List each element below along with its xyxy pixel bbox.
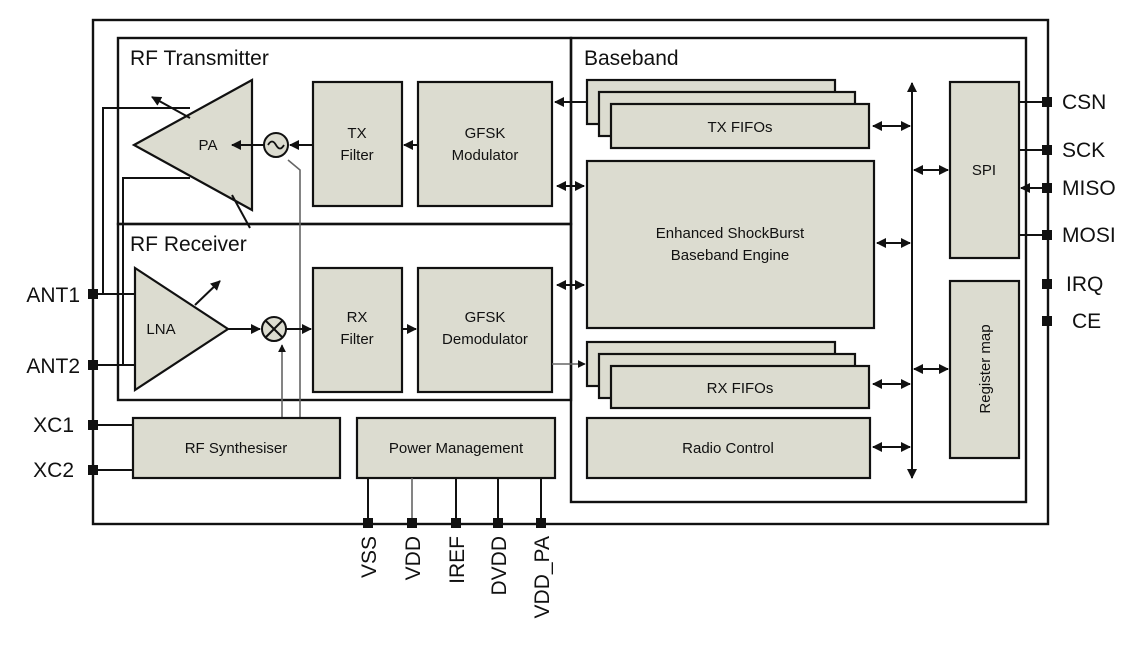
gfsk-modulator-label-1: GFSK <box>465 125 506 142</box>
gfsk-modulator-label-2: Modulator <box>452 147 519 164</box>
pad-xc2 <box>88 465 98 475</box>
pad-vdd <box>407 518 417 528</box>
internal-bus <box>872 82 949 479</box>
lna-amplifier: LNA <box>133 265 261 393</box>
rx-filter-label-2: Filter <box>340 331 373 348</box>
pad-iref <box>451 518 461 528</box>
power-management-label: Power Management <box>389 440 524 457</box>
pad-ce <box>1042 316 1052 326</box>
pin-miso: MISO <box>1062 177 1116 200</box>
rx-fifos-stack: RX FIFOs <box>552 340 871 410</box>
pad-sck <box>1042 145 1052 155</box>
rf-receiver-title: RF Receiver <box>130 233 247 256</box>
pin-ant1: ANT1 <box>26 284 80 307</box>
tx-fifos-stack: TX FIFOs <box>554 78 871 150</box>
rx-fifos-label: RX FIFOs <box>707 380 774 397</box>
chip-outline <box>91 18 1050 526</box>
pin-ant2: ANT2 <box>26 355 80 378</box>
pad-irq <box>1042 279 1052 289</box>
rx-filter-label-1: RX <box>347 309 368 326</box>
rf-transmitter-title: RF Transmitter <box>130 47 269 70</box>
pad-csn <box>1042 97 1052 107</box>
pa-amplifier: PA <box>131 78 254 229</box>
pin-xc1: XC1 <box>33 414 74 437</box>
pin-vdd: VDD <box>402 536 425 580</box>
pin-xc2: XC2 <box>33 459 74 482</box>
spi-block: SPI <box>948 80 1021 260</box>
tx-filter-label-2: Filter <box>340 147 373 164</box>
gfsk-demodulator-label-2: Demodulator <box>442 331 528 348</box>
right-pin-labels: CSN SCK MISO MOSI IRQ CE <box>1062 91 1116 333</box>
register-map-block: Register map <box>948 279 1021 460</box>
pad-dvdd <box>493 518 503 528</box>
baseband-title: Baseband <box>584 47 679 70</box>
lna-label: LNA <box>146 321 175 338</box>
pin-dvdd: DVDD <box>488 536 511 596</box>
pad-miso <box>1042 183 1052 193</box>
pin-mosi: MOSI <box>1062 224 1116 247</box>
baseband-section: Baseband <box>569 36 1028 504</box>
tx-mixer <box>231 132 301 418</box>
tx-fifos-label: TX FIFOs <box>708 119 773 136</box>
rx-mixer <box>261 316 312 418</box>
radio-control-block: Radio Control <box>585 416 872 480</box>
pin-iref: IREF <box>446 536 469 584</box>
pad-ant1 <box>88 289 98 299</box>
enhanced-shockburst-engine: Enhanced ShockBurst Baseband Engine <box>585 159 876 330</box>
pad-xc1 <box>88 420 98 430</box>
left-pin-labels: ANT1 ANT2 XC1 XC2 <box>26 284 80 482</box>
pin-sck: SCK <box>1062 139 1105 162</box>
power-management-block: Power Management <box>355 416 557 523</box>
pad-mosi <box>1042 230 1052 240</box>
rf-synthesiser-label: RF Synthesiser <box>185 440 288 457</box>
pin-pads <box>88 97 1052 528</box>
gfsk-modulator-block: GFSK Modulator <box>403 80 554 208</box>
tx-filter-block: TX Filter <box>289 80 404 208</box>
pin-ce: CE <box>1072 310 1101 333</box>
engine-label-1: Enhanced ShockBurst <box>656 225 805 242</box>
pin-irq: IRQ <box>1066 273 1103 296</box>
pin-csn: CSN <box>1062 91 1106 114</box>
gfsk-demodulator-label-1: GFSK <box>465 309 506 326</box>
rx-filter-block: RX Filter <box>311 266 417 394</box>
engine-label-2: Baseband Engine <box>671 247 789 264</box>
pad-vdd-pa <box>536 518 546 528</box>
antenna-wiring <box>96 107 190 366</box>
register-map-label: Register map <box>977 324 994 413</box>
bottom-pin-labels: VSS VDD IREF DVDD VDD_PA <box>358 536 554 618</box>
pa-label: PA <box>199 137 218 154</box>
spi-label: SPI <box>972 162 996 179</box>
tx-filter-label-1: TX <box>347 125 366 142</box>
pin-vdd-pa: VDD_PA <box>531 536 554 618</box>
spi-pin-wiring <box>1019 101 1046 236</box>
pad-vss <box>363 518 373 528</box>
engine-gfsk-arrows <box>556 181 585 290</box>
rf-synthesiser-block: RF Synthesiser <box>96 416 342 480</box>
pad-ant2 <box>88 360 98 370</box>
gfsk-demodulator-block: GFSK Demodulator <box>416 266 554 394</box>
pin-vss: VSS <box>358 536 381 578</box>
radio-control-label: Radio Control <box>682 440 774 457</box>
